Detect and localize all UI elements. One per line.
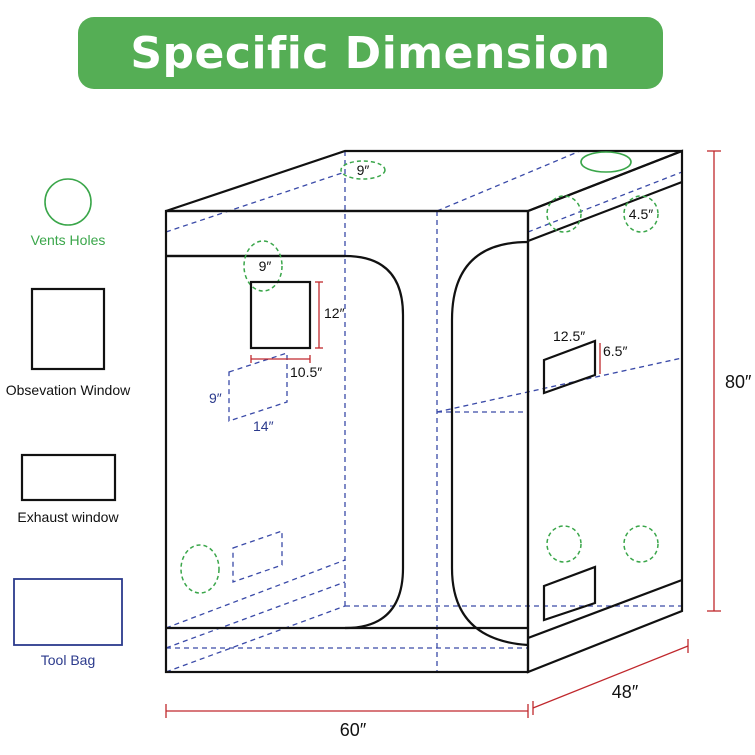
hidden-edges [165, 150, 683, 673]
side-top-band [527, 180, 683, 243]
legend-toolbag-icon [13, 578, 123, 646]
legend-observation-label: Obsevation Window [6, 382, 131, 398]
exhaust-width-label: 12.5″ [553, 328, 585, 344]
width-label: 60″ [340, 720, 367, 740]
bag-width-label: 14″ [253, 418, 274, 434]
title-banner: Specific Dimension [78, 17, 663, 89]
observation-window [249, 280, 312, 350]
front-vent-bottom-icon [180, 544, 220, 594]
obs-width-label: 10.5″ [290, 364, 322, 380]
tent-outline [164, 149, 684, 674]
top-seam-right [527, 171, 683, 233]
page-title: Specific Dimension [130, 27, 611, 79]
exhaust-height-label: 6.5″ [603, 343, 627, 359]
left-wall-lower-seam [165, 559, 346, 629]
side-vent-bottom-right-icon [623, 525, 659, 563]
front-vent-top-icon [243, 240, 283, 292]
side-bottom-band [527, 578, 683, 640]
top-vent-back-icon [340, 160, 386, 180]
front-face [164, 209, 530, 674]
right-face [526, 149, 684, 674]
floor-seam-left [165, 581, 346, 649]
side-vent-top-left-icon [546, 195, 582, 233]
vent-front-label: 9″ [259, 258, 272, 274]
legend-vent-icon [44, 178, 92, 226]
bag-height-label: 9″ [209, 390, 222, 406]
exhaust-window-upper [542, 339, 597, 395]
legend-exhaust-icon [20, 453, 117, 502]
legend: Vents Holes Obsevation Window Exhaust wi… [6, 178, 131, 668]
tool-bag-lower [232, 530, 283, 583]
vent-top-label: 9″ [357, 162, 370, 178]
door-left-panel [166, 254, 405, 630]
obs-height-label: 12″ [324, 305, 345, 321]
door-right-panel [450, 240, 529, 647]
tool-bag-upper [228, 352, 288, 422]
depth-label: 48″ [612, 682, 639, 702]
legend-vents-label: Vents Holes [31, 232, 106, 248]
exhaust-window-lower [542, 565, 597, 622]
top-vent-right-icon [580, 151, 632, 173]
height-label: 80″ [725, 372, 752, 392]
legend-exhaust-label: Exhaust window [17, 509, 119, 525]
dimension-lines [165, 150, 721, 718]
floor-left-edge [165, 605, 346, 673]
depth-line [532, 645, 689, 709]
top-seam-left [165, 171, 346, 233]
legend-observation-icon [30, 287, 106, 371]
side-vent-bottom-left-icon [546, 525, 582, 563]
side-vent-top-right-icon [623, 195, 659, 233]
windows [228, 280, 597, 622]
vent-holes [180, 151, 659, 594]
top-center-seam [436, 150, 581, 212]
dimension-labels: 60″ 48″ 80″ 9″ 9″ 4.5″ 12″ 10.5″ 9″ 14″ … [209, 162, 752, 740]
legend-toolbag-label: Tool Bag [41, 652, 95, 668]
middle-shelf-side [436, 357, 683, 413]
vent-side-label: 4.5″ [629, 206, 653, 222]
